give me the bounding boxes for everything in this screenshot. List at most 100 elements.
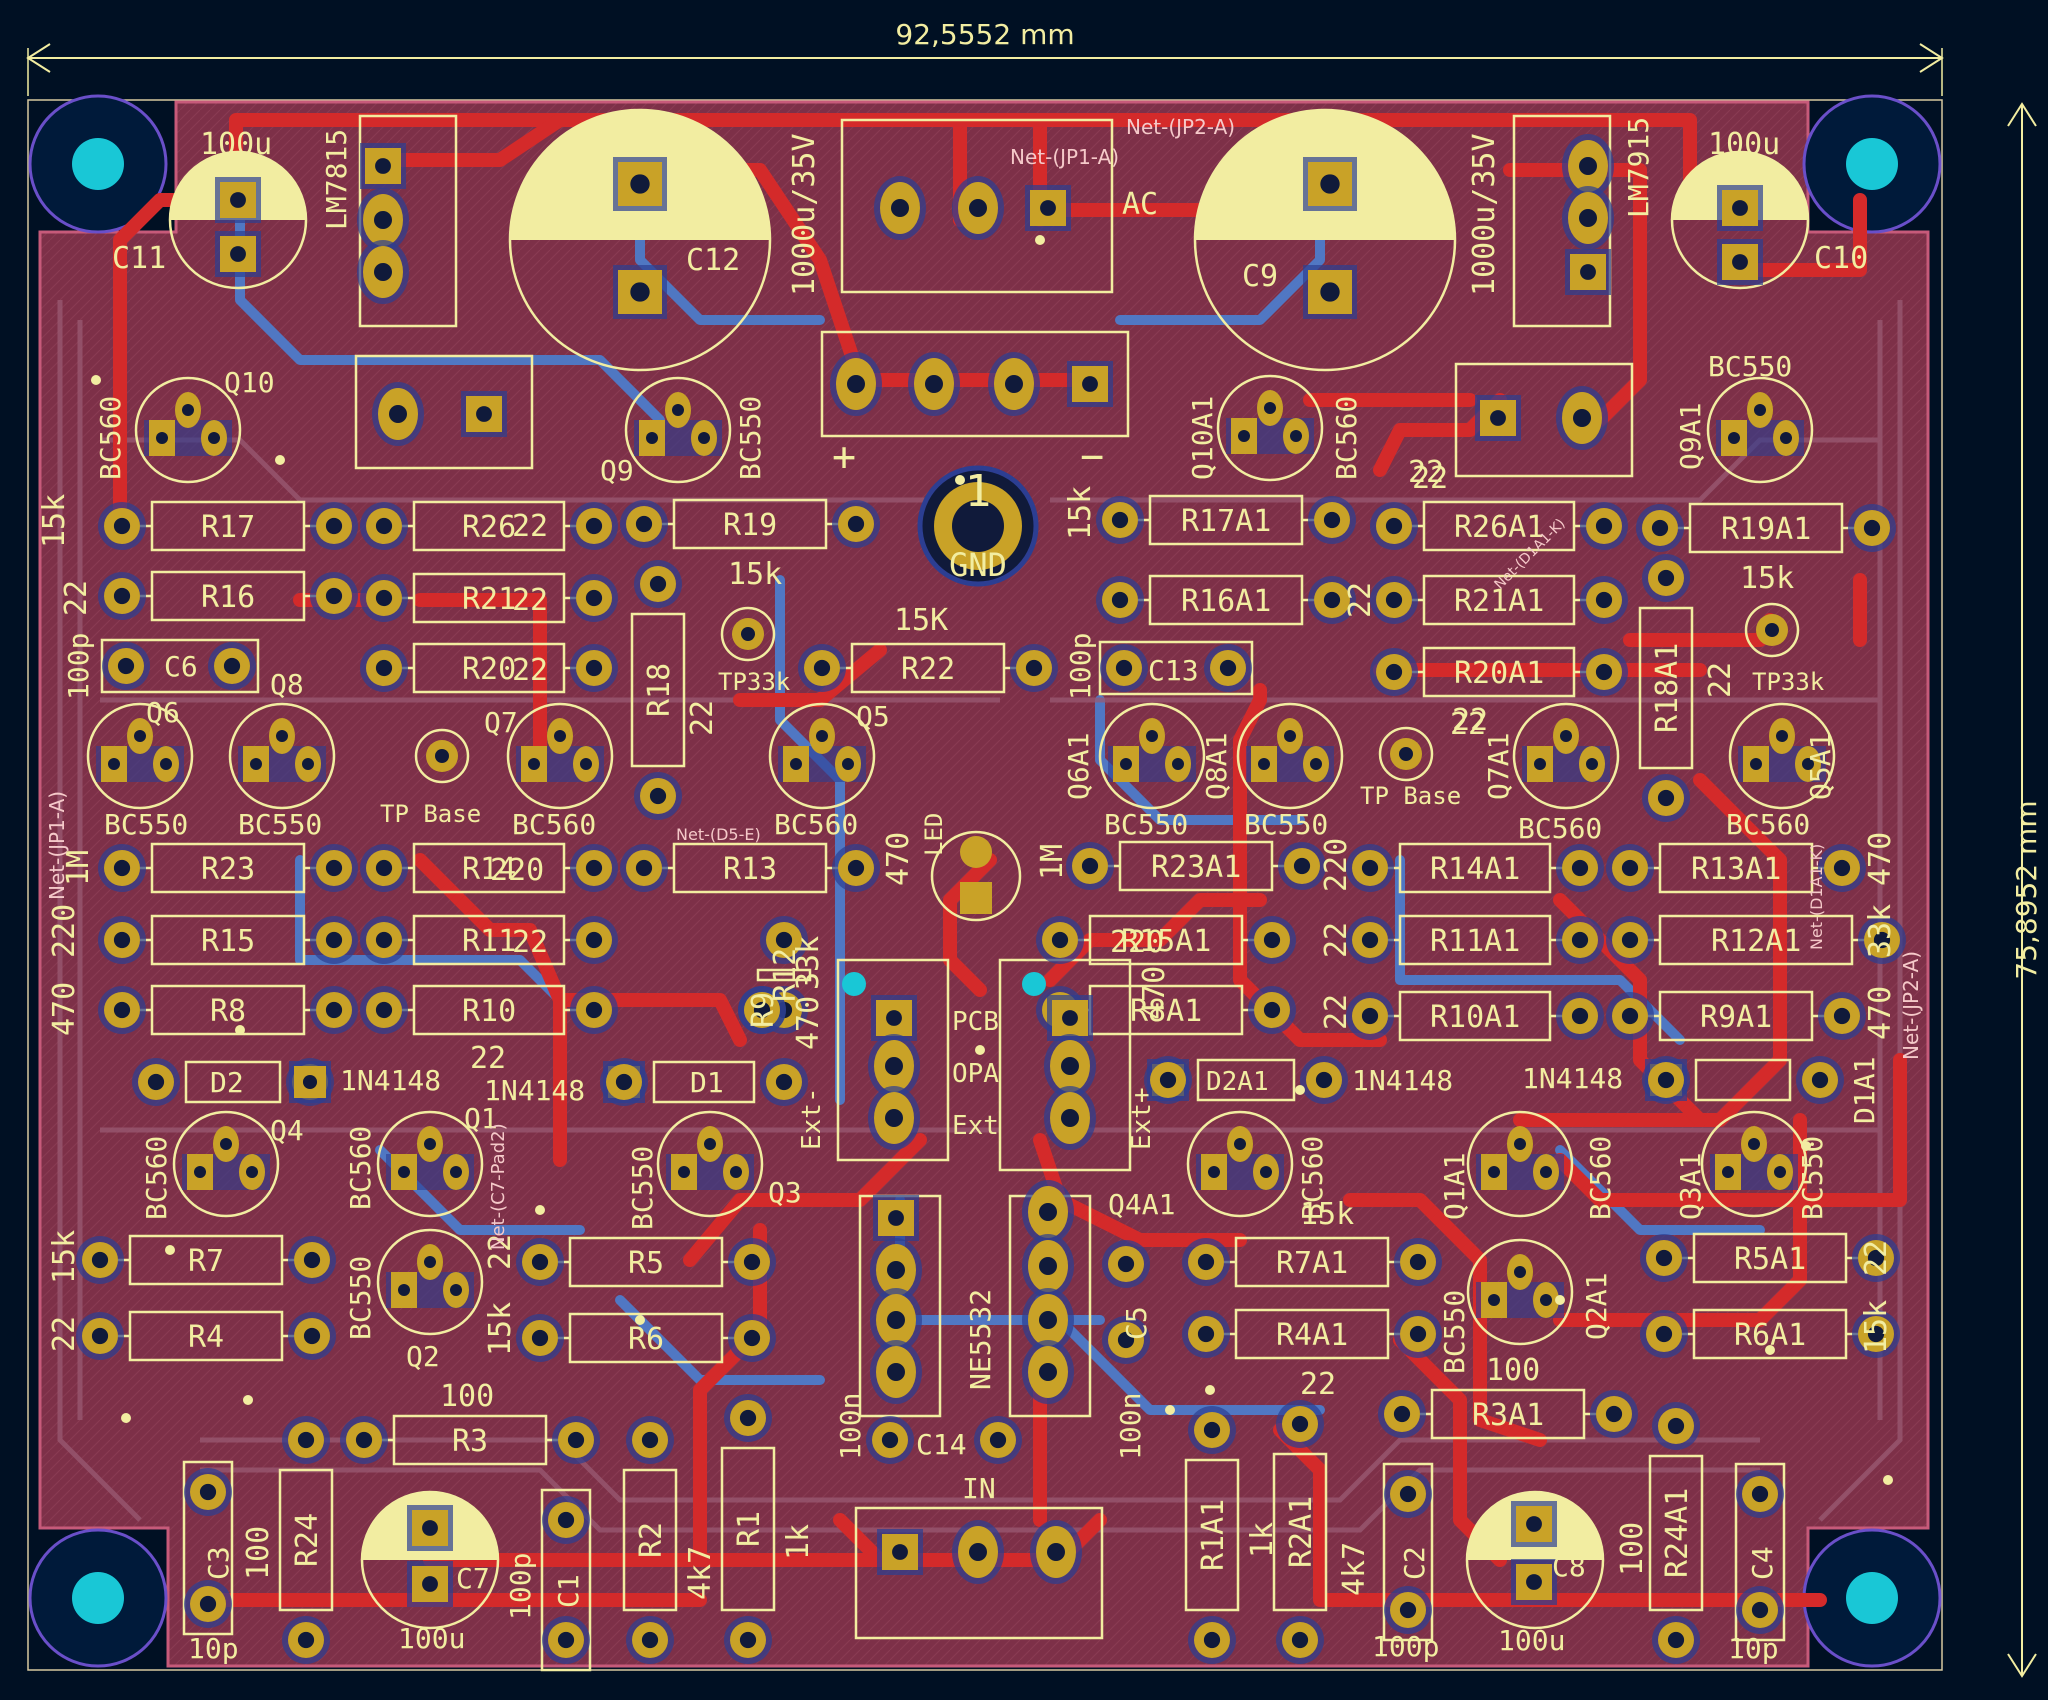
- pad-R8-2[interactable]: [310, 986, 358, 1034]
- pad-R10-2[interactable]: [570, 986, 618, 1034]
- pad-R20A1-2[interactable]: [1580, 648, 1628, 696]
- pad-R18A1-1[interactable]: [1642, 554, 1690, 602]
- pad-R11-2[interactable]: [570, 916, 618, 964]
- pad-NE5532-1[interactable]: [873, 1195, 919, 1241]
- pad-R26A1-1[interactable]: [1370, 502, 1418, 550]
- pad-R8-1[interactable]: [98, 986, 146, 1034]
- test-point-1[interactable]: [414, 728, 470, 784]
- pad-R7-2[interactable]: [288, 1236, 336, 1284]
- pad-C4-2[interactable]: [1736, 1586, 1784, 1634]
- pad-PWR-4[interactable]: [1067, 361, 1113, 407]
- pad-R9-2[interactable]: [738, 986, 786, 1034]
- pad-C14-2[interactable]: [974, 1416, 1022, 1464]
- pad-C3-1[interactable]: [184, 1468, 232, 1516]
- pad-R7-1[interactable]: [76, 1236, 124, 1284]
- pad-R9A1-2[interactable]: [1818, 992, 1866, 1040]
- pad-R2-1[interactable]: [626, 1416, 674, 1464]
- pad-R20-1[interactable]: [360, 644, 408, 692]
- pad-R6-2[interactable]: [728, 1314, 776, 1362]
- pad-R6A1-2[interactable]: [1852, 1310, 1900, 1358]
- pad-NE5532-6[interactable]: [1022, 1288, 1074, 1352]
- transistor-Q9A1[interactable]: [1706, 376, 1814, 484]
- test-point-3[interactable]: [1378, 726, 1434, 782]
- pad-R19-2[interactable]: [832, 500, 880, 548]
- pad-PWR-2[interactable]: [908, 352, 960, 416]
- pad-R6-1[interactable]: [516, 1314, 564, 1362]
- pad-LM7815-2[interactable]: [357, 188, 409, 252]
- pad-D1A1-A[interactable]: [1796, 1056, 1844, 1104]
- pad-R16A1-1[interactable]: [1096, 576, 1144, 624]
- pad-NE5532-2[interactable]: [870, 1238, 922, 1302]
- transistor-Q9[interactable]: [624, 376, 732, 484]
- pad-R11-1[interactable]: [360, 916, 408, 964]
- pad-R4A1-2[interactable]: [1394, 1310, 1442, 1358]
- pad-R5-1[interactable]: [516, 1238, 564, 1286]
- pad-R19-1[interactable]: [620, 500, 668, 548]
- pad-R23A1-2[interactable]: [1278, 842, 1326, 890]
- pad-R15-1[interactable]: [98, 916, 146, 964]
- pad-J4-1[interactable]: [1475, 395, 1521, 441]
- pad-NE5532-3[interactable]: [870, 1288, 922, 1352]
- pad-R15A1-2[interactable]: [1248, 916, 1296, 964]
- pad-R21-1[interactable]: [360, 574, 408, 622]
- pad-R11A1-1[interactable]: [1346, 916, 1394, 964]
- pad-R20-2[interactable]: [570, 644, 618, 692]
- pad-R5A1-1[interactable]: [1640, 1234, 1688, 1282]
- transistor-Q2[interactable]: [376, 1228, 484, 1336]
- pad-IN-2[interactable]: [952, 1520, 1004, 1584]
- pad-C14-1[interactable]: [866, 1416, 914, 1464]
- pad-D2-1[interactable]: [132, 1058, 180, 1106]
- pad-J3-2[interactable]: [461, 391, 507, 437]
- pad-R4-2[interactable]: [288, 1312, 336, 1360]
- pad-R3A1-2[interactable]: [1590, 1390, 1638, 1438]
- pad-C12-1[interactable]: [613, 157, 667, 211]
- pad-R7A1-1[interactable]: [1182, 1238, 1230, 1286]
- pad-C9-2[interactable]: [1303, 265, 1357, 319]
- pad-IN-1[interactable]: [877, 1529, 923, 1575]
- pad-R24-2[interactable]: [282, 1616, 330, 1664]
- test-point-2[interactable]: [720, 606, 776, 662]
- pad-R1A1-1[interactable]: [1188, 1406, 1236, 1454]
- pad-C11-1[interactable]: [215, 177, 261, 223]
- pad-C4-1[interactable]: [1736, 1470, 1784, 1518]
- pad-AC-3[interactable]: [1025, 185, 1071, 231]
- pad-R15-2[interactable]: [310, 916, 358, 964]
- transistor-Q7A1[interactable]: [1512, 702, 1620, 810]
- pad-R24A1-2[interactable]: [1652, 1616, 1700, 1664]
- pad-R8A1-2[interactable]: [1248, 986, 1296, 1034]
- transistor-Q4A1[interactable]: [1186, 1110, 1294, 1218]
- pad-R23-2[interactable]: [310, 844, 358, 892]
- pad-PCB-2[interactable]: [868, 1034, 920, 1098]
- pad-R17-2[interactable]: [310, 502, 358, 550]
- transistor-Q5A1[interactable]: [1728, 702, 1836, 810]
- pad-C10-1[interactable]: [1717, 185, 1763, 231]
- pad-R14-2[interactable]: [570, 844, 618, 892]
- pad-R26A1-2[interactable]: [1580, 502, 1628, 550]
- pad-C5-2[interactable]: [1102, 1316, 1150, 1364]
- pad-NE5532-5[interactable]: [1022, 1340, 1074, 1404]
- pad-NE5532-4[interactable]: [870, 1340, 922, 1404]
- pad-C2-2[interactable]: [1384, 1586, 1432, 1634]
- pad-PCB-3[interactable]: [868, 1086, 920, 1150]
- pad-NE5532-8[interactable]: [1022, 1180, 1074, 1244]
- pad-C5-1[interactable]: [1102, 1240, 1150, 1288]
- pad-C2-1[interactable]: [1384, 1470, 1432, 1518]
- pad-R17A1-2[interactable]: [1308, 496, 1356, 544]
- pad-R18-2[interactable]: [634, 772, 682, 820]
- transistor-Q3[interactable]: [656, 1110, 764, 1218]
- transistor-Q1[interactable]: [376, 1110, 484, 1218]
- pad-LM7815-3[interactable]: [357, 240, 409, 304]
- pad-R13A1-1[interactable]: [1606, 844, 1654, 892]
- pad-J3-1[interactable]: [372, 382, 424, 446]
- pad-D1-A[interactable]: [760, 1058, 808, 1106]
- pad-C7-1[interactable]: [407, 1505, 453, 1551]
- pad-R2A1-2[interactable]: [1276, 1616, 1324, 1664]
- pad-R16-1[interactable]: [98, 572, 146, 620]
- transistor-Q6[interactable]: [86, 702, 194, 810]
- transistor-Q2A1[interactable]: [1466, 1238, 1574, 1346]
- pad-C1-2[interactable]: [542, 1616, 590, 1664]
- pad-LM7915-3[interactable]: [1565, 249, 1611, 295]
- pad-R17-1[interactable]: [98, 502, 146, 550]
